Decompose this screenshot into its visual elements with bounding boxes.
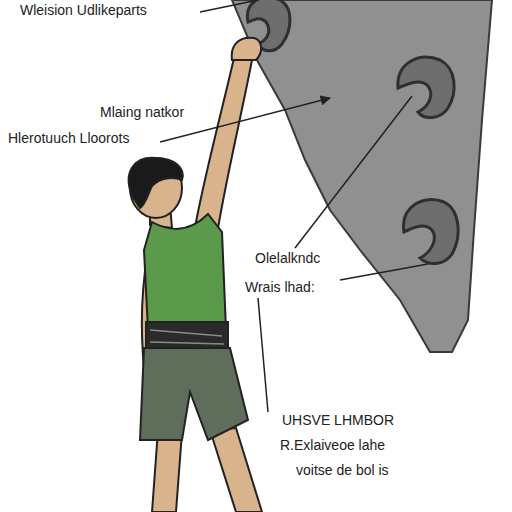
callout-label: Wrais lhad: <box>245 279 315 295</box>
leader-line <box>160 0 428 412</box>
callout-label: Mlaing natkor <box>100 104 184 120</box>
callout-label: R.Exlaiveoe lahe <box>280 437 385 453</box>
callout-label: Olelalkndc <box>255 250 320 266</box>
callout-label: Wleision Udlikeparts <box>20 2 147 18</box>
callout-label: UHSVE LHMBOR <box>282 412 394 428</box>
climbing-hold <box>247 0 458 264</box>
callout-label: voitse de bol is <box>296 462 389 478</box>
callout-label: Hlerotuuch Lloorots <box>8 130 129 146</box>
climbing-wall <box>232 0 492 352</box>
